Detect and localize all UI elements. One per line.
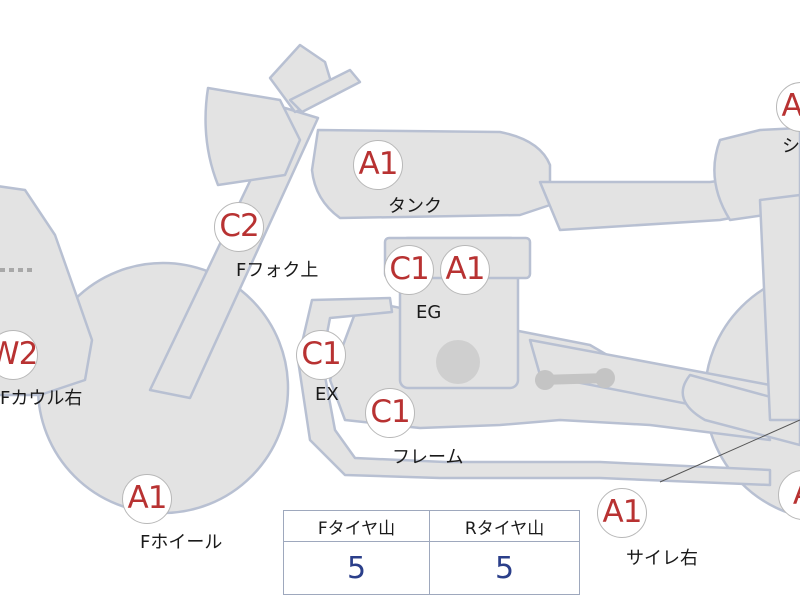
label-fork: Fフォク上 [236, 260, 319, 281]
grade-tank: A1 [353, 140, 403, 190]
tire-tread-table: Fタイヤ山 Rタイヤ山 5 5 [282, 510, 580, 595]
label-exhaust: EX [315, 384, 339, 405]
grade-fork: C2 [214, 202, 264, 252]
grade-engine-a: A1 [440, 245, 490, 295]
grade-cowl: W2 [0, 330, 38, 380]
engine-cover-shape [436, 340, 480, 384]
front-tire-header: Fタイヤ山 [282, 510, 431, 542]
grade-frame: C1 [365, 388, 415, 438]
label-tank: タンク [388, 196, 442, 217]
exhaust-shape [296, 296, 772, 487]
label-cowl: Fカウル右 [0, 388, 83, 409]
silencer-shape [681, 373, 800, 447]
rear-shock-shape [758, 193, 800, 422]
label-seat-partial: シ [782, 136, 800, 157]
grade-silencer: A1 [597, 488, 647, 538]
grade-wheel: A1 [122, 474, 172, 524]
label-wheel: Fホイール [140, 532, 223, 553]
label-engine: EG [416, 302, 442, 323]
headlight-shape [204, 86, 302, 187]
front-tire-value: 5 [282, 541, 431, 595]
grade-exhaust: C1 [296, 330, 346, 380]
fork-shape [148, 106, 320, 400]
grade-engine-c: C1 [384, 245, 434, 295]
rear-tire-header: Rタイヤ山 [429, 510, 580, 542]
handlebar-shape [288, 68, 362, 114]
rear-tire-value: 5 [429, 541, 580, 595]
leader-line [659, 419, 800, 483]
label-silencer: サイレ右 [626, 548, 698, 569]
label-frame: フレーム [392, 447, 464, 468]
